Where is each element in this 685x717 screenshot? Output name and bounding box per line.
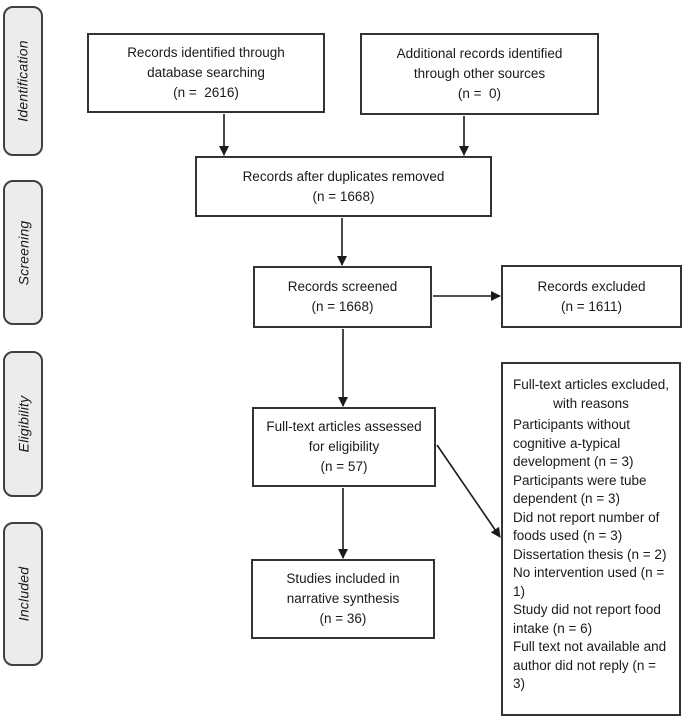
phase-identification-label: Identification xyxy=(15,40,32,122)
exclusion-reason: No intervention used (n = 1) xyxy=(513,565,665,599)
exclusion-reason: Did not report number of foods used (n =… xyxy=(513,509,660,544)
exclusion-reason: Participants were tube dependent (n = 3) xyxy=(513,472,647,507)
arrow-fulltext-to-excluded-reasons xyxy=(436,444,501,538)
phase-included-label: Included xyxy=(15,566,31,622)
box-fulltext-assessed: Full-text articles assessed for eligibil… xyxy=(252,407,436,487)
box-fulltext-assessed-text: Full-text articles assessed for eligibil… xyxy=(266,419,422,474)
box-studies-included-text: Studies included in narrative synthesis … xyxy=(286,571,400,626)
box-records-excluded-text: Records excluded (n = 1611) xyxy=(537,278,646,314)
box-records-screened: Records screened (n = 1668) xyxy=(253,266,432,328)
phase-screening-label: Screening xyxy=(15,220,31,285)
phase-identification: Identification xyxy=(3,6,43,156)
box-records-identified: Records identified through database sear… xyxy=(87,33,325,113)
box-records-identified-text: Records identified through database sear… xyxy=(127,45,285,100)
phase-eligibility-label: Eligibility xyxy=(15,395,32,453)
box-additional-records: Additional records identified through ot… xyxy=(360,33,599,115)
exclusion-reason: Participants without cognitive a-typical… xyxy=(513,417,634,469)
box-duplicates-removed: Records after duplicates removed (n = 16… xyxy=(195,156,492,217)
exclusion-reason: Study did not report food intake (n = 6) xyxy=(513,602,661,636)
box-records-excluded: Records excluded (n = 1611) xyxy=(501,265,682,328)
fulltext-excluded-title: Full-text articles excluded, with reason… xyxy=(512,377,670,411)
box-studies-included: Studies included in narrative synthesis … xyxy=(251,559,435,639)
phase-included: Included xyxy=(3,522,43,666)
box-fulltext-excluded-reasons: Full-text articles excluded, with reason… xyxy=(501,362,681,716)
box-additional-records-text: Additional records identified through ot… xyxy=(396,46,563,101)
phase-screening: Screening xyxy=(3,180,43,325)
box-duplicates-removed-text: Records after duplicates removed (n = 16… xyxy=(242,168,445,204)
exclusion-reason: Full text not available and author did n… xyxy=(513,639,667,691)
phase-eligibility: Eligibility xyxy=(3,351,43,497)
box-records-screened-text: Records screened (n = 1668) xyxy=(287,279,398,314)
exclusion-reason: Dissertation thesis (n = 2) xyxy=(513,546,667,562)
